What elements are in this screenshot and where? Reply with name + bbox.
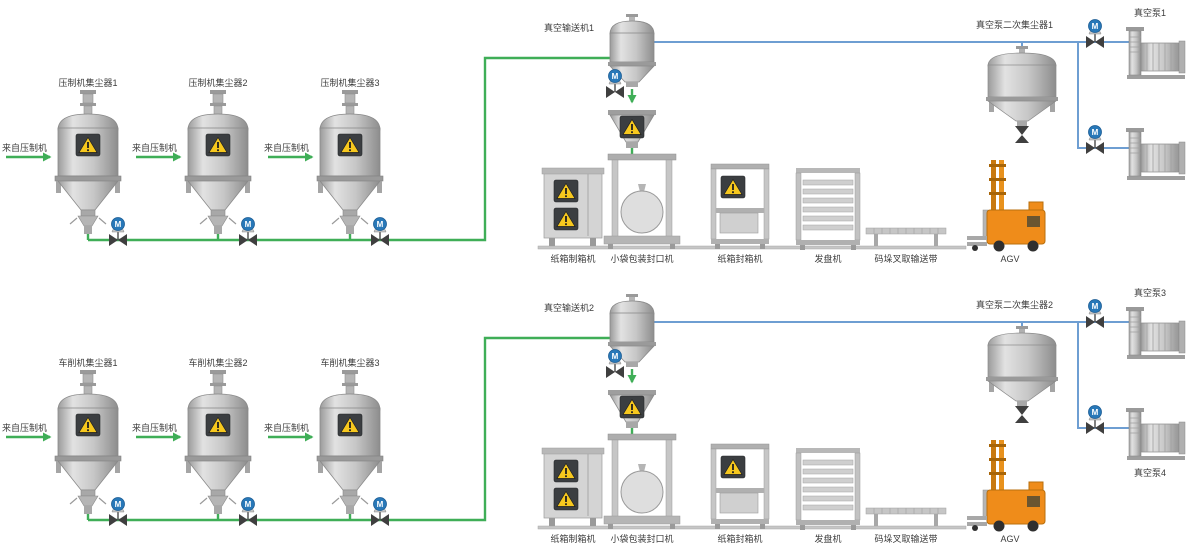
equipment-label-carton-forming: 纸箱制箱机	[550, 253, 595, 264]
dust-collector-3	[317, 90, 383, 234]
equipment-label-bag-packing: 小袋包装封口机	[610, 533, 673, 544]
vacuum-conveyor-unit	[606, 14, 656, 98]
green-pipe-network	[86, 56, 634, 242]
equipment-label-agv: AGV	[1000, 254, 1019, 264]
equipment-label-tray-dispenser: 发盘机	[814, 533, 841, 544]
agv-forklift	[966, 159, 1046, 252]
pump-inlet-valve-1	[1085, 18, 1105, 49]
equipment-label-tray-dispenser: 发盘机	[814, 253, 841, 264]
bag-packing-machine	[603, 153, 681, 250]
vacuum-conveyor-unit	[606, 294, 656, 378]
collector-1-inlet-label: 来自压制机	[2, 422, 47, 433]
tray-dispenser	[795, 447, 861, 531]
collector-2-label: 车削机集尘器2	[188, 357, 247, 368]
secondary-collector-label: 真空泵二次集尘器1	[976, 19, 1053, 30]
equipment-label-pallet-conveyor: 码垛叉取输送带	[874, 533, 937, 544]
equipment-label-carton-sealing: 纸箱封箱机	[717, 533, 762, 544]
tray-dispenser	[795, 167, 861, 251]
equipment-label-pallet-conveyor: 码垛叉取输送带	[874, 253, 937, 264]
equipment-label-bag-packing: 小袋包装封口机	[610, 253, 673, 264]
carton-sealing-machine	[711, 164, 769, 249]
pump-inlet-valve-1	[1085, 298, 1105, 329]
collector-1-label: 压制机集尘器1	[58, 77, 117, 88]
vacuum-pump-2	[1125, 407, 1186, 461]
equipment-label-agv: AGV	[1000, 534, 1019, 544]
dust-collector-1	[55, 90, 121, 234]
collector-2-inlet-label: 来自压制机	[132, 422, 177, 433]
bag-packing-machine	[603, 433, 681, 530]
collector-1-inlet-label: 来自压制机	[2, 142, 47, 153]
dust-collector-2	[185, 370, 251, 514]
discharge-valve-3	[370, 496, 390, 527]
equipment-label-carton-sealing: 纸箱封箱机	[717, 253, 762, 264]
carton-sealing-machine	[711, 444, 769, 529]
dust-collector-2	[185, 90, 251, 234]
collector-3-label: 压制机集尘器3	[320, 77, 379, 88]
vacuum-conveyor-label: 真空输送机2	[544, 302, 594, 313]
secondary-dust-collector	[985, 325, 1059, 424]
collector-2-label: 压制机集尘器2	[188, 77, 247, 88]
green-pipe-network	[86, 336, 634, 522]
dust-collector-1	[55, 370, 121, 514]
vacuum-pump-2	[1125, 127, 1186, 181]
production-line-1: 压制机集尘器1 压制机集尘器2 压制机集尘器3 来自压制机 来自压制机 来自压制…	[2, 7, 1186, 264]
weigh-hopper	[608, 390, 656, 428]
secondary-dust-collector	[985, 45, 1059, 144]
vacuum-pump-1-label: 真空泵3	[1134, 287, 1166, 298]
discharge-valve-1	[108, 496, 128, 527]
packaging-line-base	[537, 525, 967, 530]
vacuum-pump-1-label: 真空泵1	[1134, 7, 1166, 18]
collector-1-label: 车削机集尘器1	[58, 357, 117, 368]
collector-2-inlet-label: 来自压制机	[132, 142, 177, 153]
collector-3-inlet-label: 来自压制机	[264, 422, 309, 433]
vacuum-conveyor-label: 真空输送机1	[544, 22, 594, 33]
pallet-conveyor	[865, 227, 947, 247]
vacuum-pipe-network	[654, 321, 1131, 429]
vacuum-pump-2-label: 真空泵4	[1134, 467, 1166, 478]
pump-inlet-valve-2	[1085, 124, 1105, 155]
discharge-valve-2	[238, 496, 258, 527]
weigh-hopper	[608, 110, 656, 148]
carton-forming-machine	[542, 448, 604, 526]
agv-forklift	[966, 439, 1046, 532]
secondary-collector-label: 真空泵二次集尘器2	[976, 299, 1053, 310]
vacuum-pipe-network	[654, 41, 1131, 149]
collector-3-inlet-label: 来自压制机	[264, 142, 309, 153]
discharge-valve-3	[370, 216, 390, 247]
discharge-valve-1	[108, 216, 128, 247]
discharge-valve-2	[238, 216, 258, 247]
vacuum-pump-1	[1125, 306, 1186, 360]
equipment-label-carton-forming: 纸箱制箱机	[550, 533, 595, 544]
vacuum-pump-1	[1125, 26, 1186, 80]
pallet-conveyor	[865, 507, 947, 527]
collector-3-label: 车削机集尘器3	[320, 357, 379, 368]
packaging-line-base	[537, 245, 967, 250]
dust-collector-3	[317, 370, 383, 514]
carton-forming-machine	[542, 168, 604, 246]
production-line-2: 车削机集尘器1 车削机集尘器2 车削机集尘器3 来自压制机 来自压制机 来自压制…	[2, 287, 1186, 544]
pump-inlet-valve-2	[1085, 404, 1105, 435]
